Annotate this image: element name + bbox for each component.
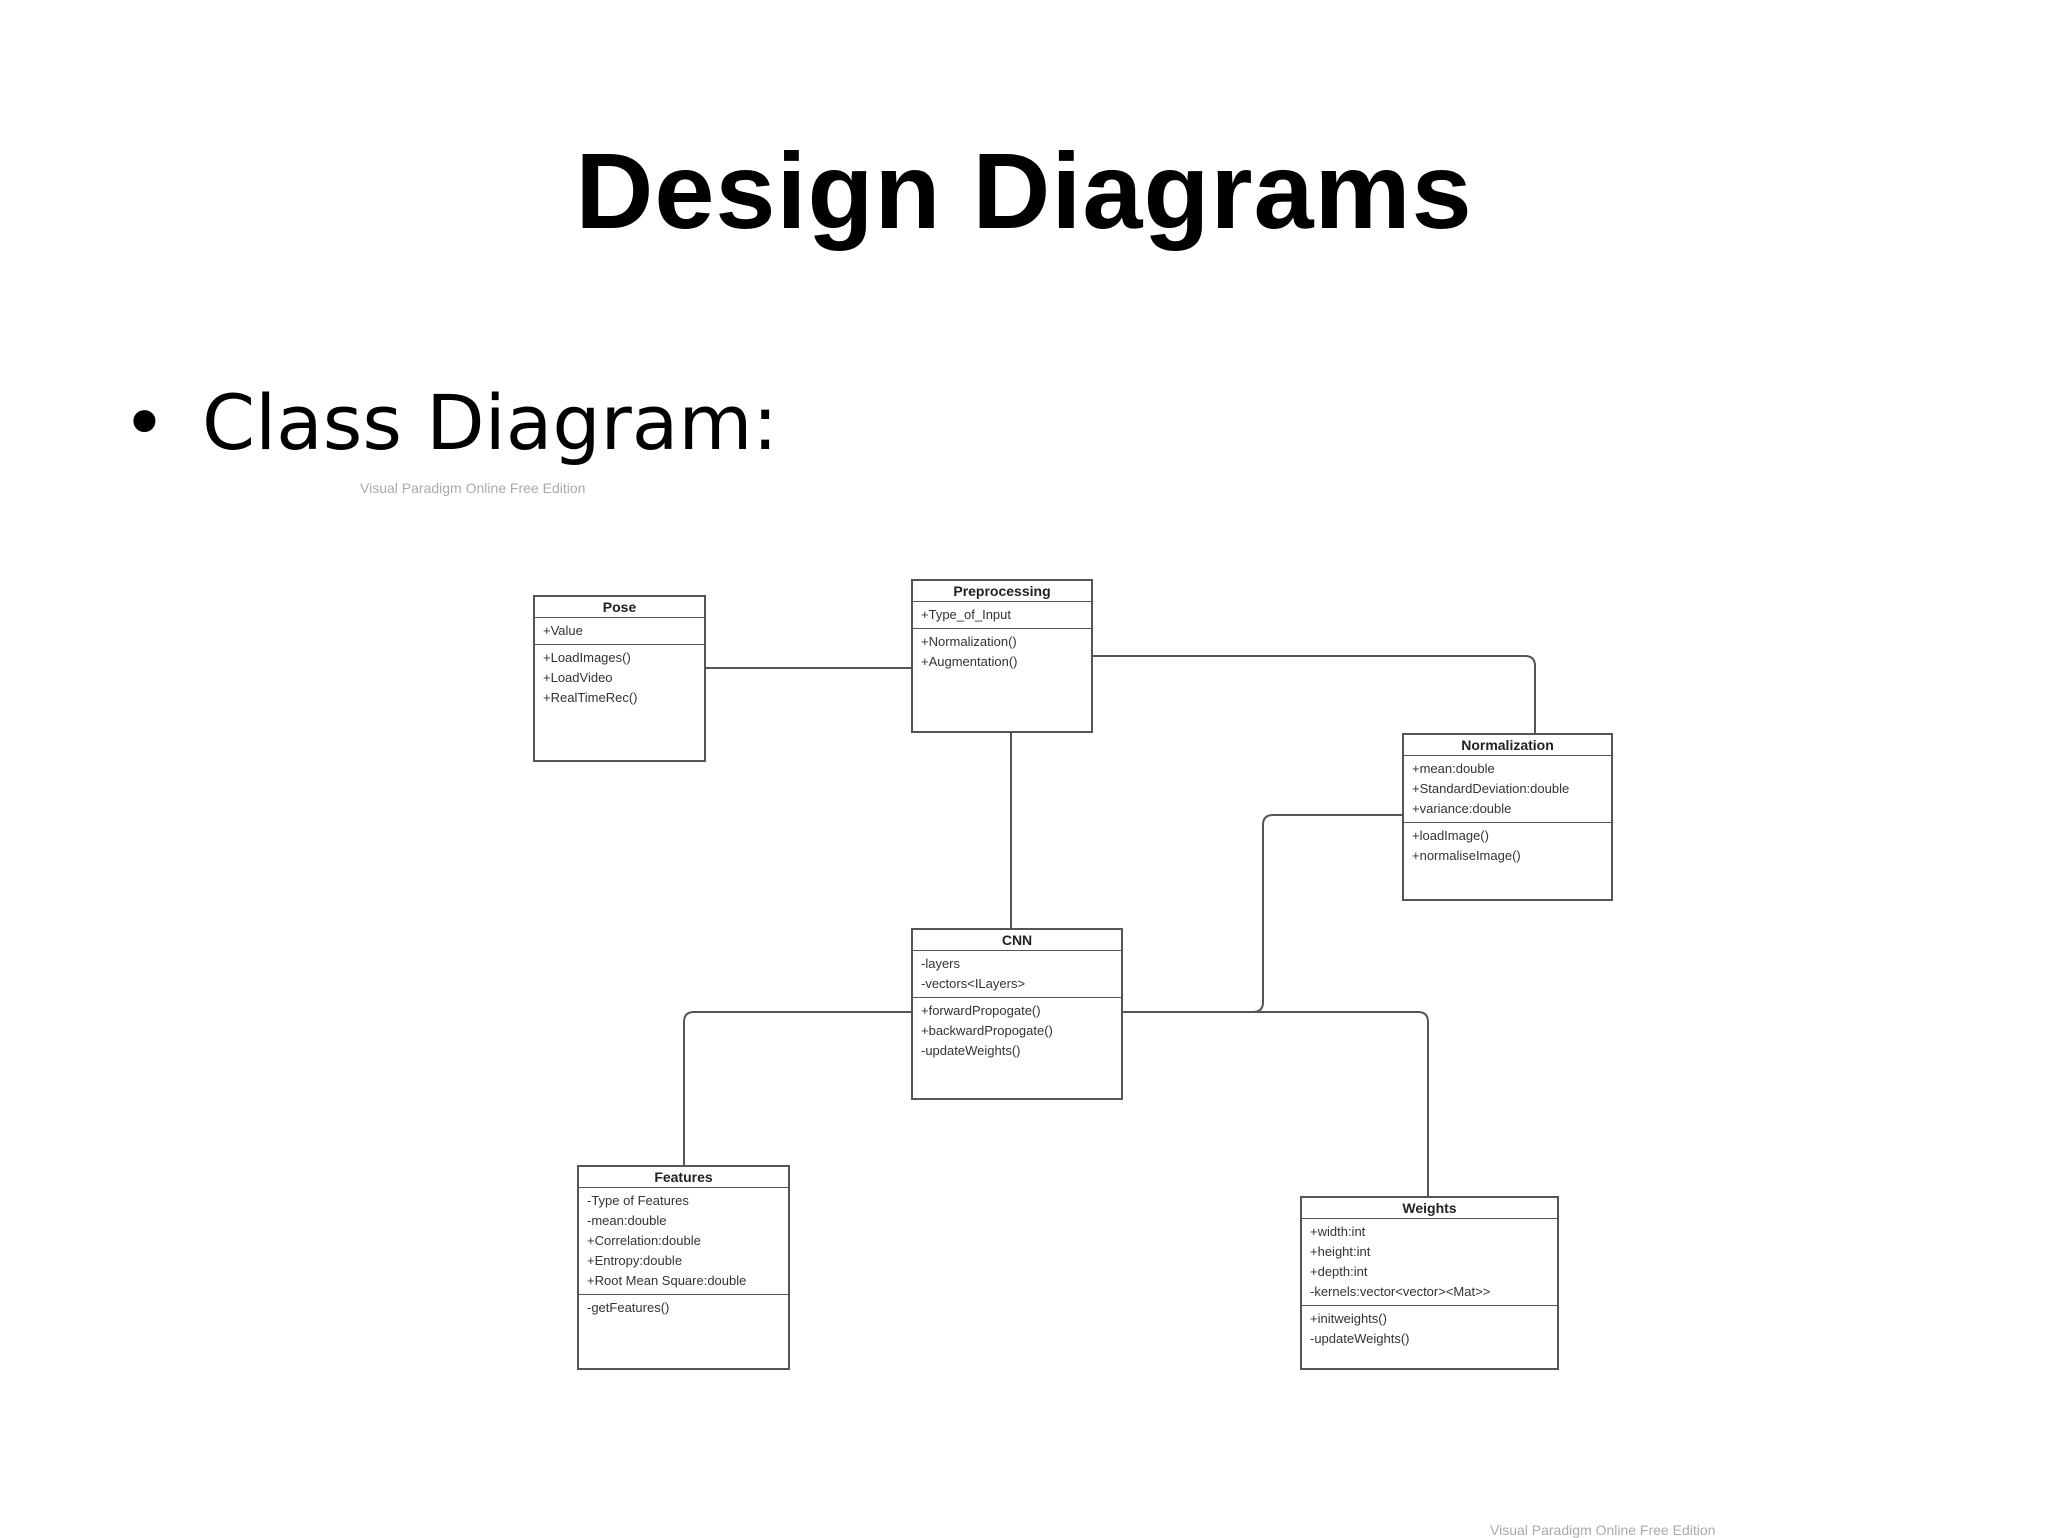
operation: -updateWeights()	[1310, 1331, 1410, 1346]
attribute: +depth:int	[1310, 1264, 1368, 1279]
operations-section: +initweights() -updateWeights()	[1302, 1306, 1557, 1352]
operation: +Augmentation()	[921, 654, 1018, 669]
operation: +initweights()	[1310, 1311, 1387, 1326]
class-pose[interactable]: Pose +Value +LoadImages() +LoadVideo +Re…	[533, 595, 706, 762]
cnn-features-line	[683, 1011, 911, 1165]
class-normalization[interactable]: Normalization +mean:double +StandardDevi…	[1402, 733, 1613, 901]
attributes-section: +mean:double +StandardDeviation:double +…	[1404, 756, 1611, 823]
class-weights[interactable]: Weights +width:int +height:int +depth:in…	[1300, 1196, 1559, 1370]
operation: +LoadVideo	[543, 670, 613, 685]
operations-section: +forwardPropogate() +backwardPropogate()…	[913, 998, 1121, 1064]
attribute: -layers	[921, 956, 961, 971]
attribute: +width:int	[1310, 1224, 1366, 1239]
bullet-text: Class Diagram:	[202, 378, 779, 467]
cnn-normalization-line	[1123, 814, 1402, 1013]
attribute: +mean:double	[1412, 761, 1495, 776]
operation: +backwardPropogate()	[921, 1023, 1053, 1038]
attribute: +StandardDeviation:double	[1412, 781, 1570, 796]
attributes-section: -layers -vectors<ILayers>	[913, 951, 1121, 998]
watermark-top: Visual Paradigm Online Free Edition	[360, 480, 586, 496]
attribute: -mean:double	[587, 1213, 667, 1228]
operation: +Normalization()	[921, 634, 1017, 649]
attributes-section: +Type_of_Input	[913, 602, 1091, 629]
attribute: -Type of Features	[587, 1193, 689, 1208]
class-cnn[interactable]: CNN -layers -vectors<ILayers> +forwardPr…	[911, 928, 1123, 1100]
bullet-item: • Class Diagram:	[122, 378, 778, 467]
attribute: +Entropy:double	[587, 1253, 683, 1268]
attribute: +variance:double	[1412, 801, 1512, 816]
watermark-bottom: Visual Paradigm Online Free Edition	[1490, 1522, 1716, 1538]
bullet-icon: •	[122, 378, 167, 467]
attribute: -vectors<ILayers>	[921, 976, 1026, 991]
operations-section: +LoadImages() +LoadVideo +RealTimeRec()	[535, 645, 704, 711]
attribute: +Value	[543, 623, 583, 638]
operation: -getFeatures()	[587, 1300, 670, 1315]
operations-section: -getFeatures()	[579, 1295, 788, 1321]
class-features[interactable]: Features -Type of Features -mean:double …	[577, 1165, 790, 1370]
operations-section: +loadImage() +normaliseImage()	[1404, 823, 1611, 869]
operation: -updateWeights()	[921, 1043, 1021, 1058]
operation: +forwardPropogate()	[921, 1003, 1041, 1018]
class-name: Normalization	[1404, 735, 1611, 756]
attributes-section: +Value	[535, 618, 704, 645]
operation: +RealTimeRec()	[543, 690, 638, 705]
attributes-section: -Type of Features -mean:double +Correlat…	[579, 1188, 788, 1295]
attribute: +Type_of_Input	[921, 607, 1011, 622]
attribute: +height:int	[1310, 1244, 1371, 1259]
operation: +LoadImages()	[543, 650, 631, 665]
class-preprocessing[interactable]: Preprocessing +Type_of_Input +Normalizat…	[911, 579, 1093, 733]
class-name: CNN	[913, 930, 1121, 951]
slide-title: Design Diagrams	[575, 130, 1473, 251]
class-name: Pose	[535, 597, 704, 618]
attribute: -kernels:vector<vector><Mat>>	[1310, 1284, 1491, 1299]
class-name: Features	[579, 1167, 788, 1188]
cnn-weights-line	[1123, 1011, 1429, 1196]
attribute: +Root Mean Square:double	[587, 1273, 747, 1288]
class-name: Preprocessing	[913, 581, 1091, 602]
preprocessing-normalization-line	[1093, 655, 1536, 733]
class-name: Weights	[1302, 1198, 1557, 1219]
attributes-section: +width:int +height:int +depth:int -kerne…	[1302, 1219, 1557, 1306]
attribute: +Correlation:double	[587, 1233, 701, 1248]
operation: +loadImage()	[1412, 828, 1489, 843]
operations-section: +Normalization() +Augmentation()	[913, 629, 1091, 675]
operation: +normaliseImage()	[1412, 848, 1521, 863]
